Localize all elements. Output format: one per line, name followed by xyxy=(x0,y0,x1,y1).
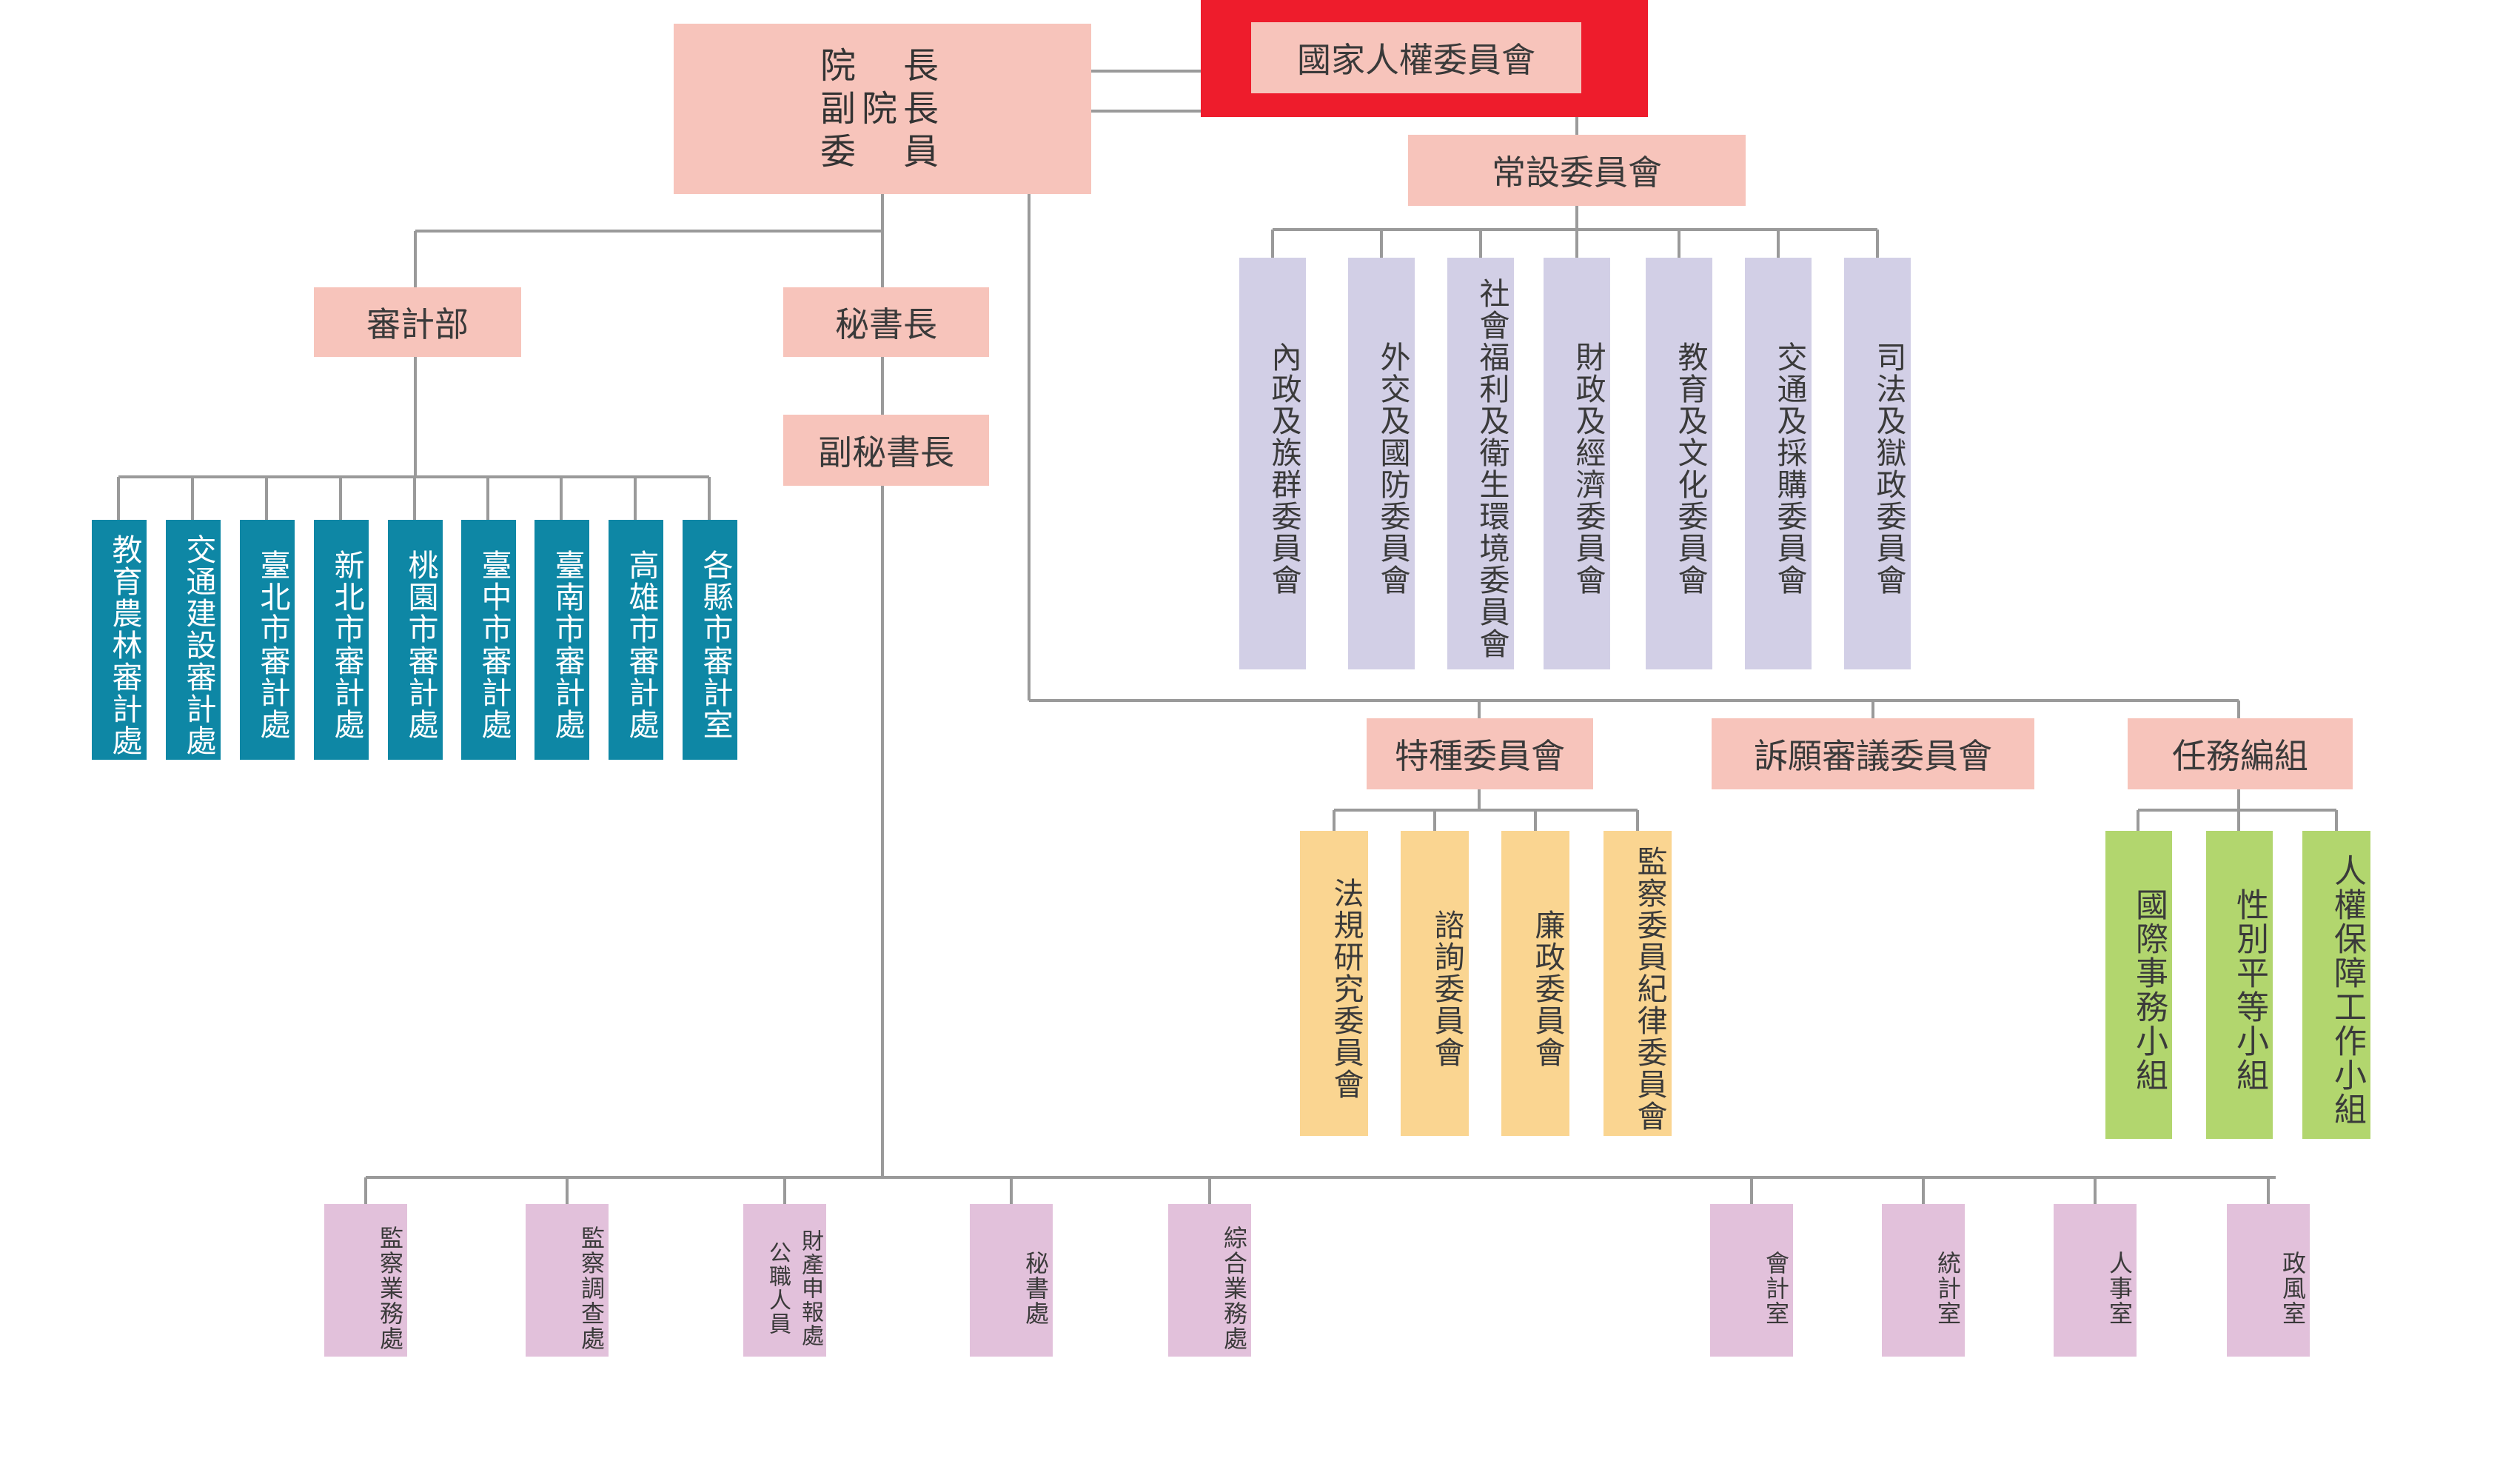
special-item: 廉政委員會 xyxy=(1501,831,1569,1136)
task-force-box: 任務編組 xyxy=(2128,718,2353,789)
department-label: 人事室 xyxy=(2105,1251,2134,1326)
special-item: 諮詢委員會 xyxy=(1401,831,1469,1136)
standing-item-label: 外交及國防委員會 xyxy=(1375,341,1410,596)
task-item: 性別平等小組 xyxy=(2206,831,2273,1139)
department-label: 統計室 xyxy=(1934,1251,1962,1326)
department-label: 綜合業務處 xyxy=(1220,1226,1248,1351)
audit-office: 交通建設審計處 xyxy=(166,520,221,760)
task-item: 人權保障工作小組 xyxy=(2302,831,2370,1139)
audit-office-label: 教育農林審計處 xyxy=(107,533,142,757)
standing-item: 交通及採購委員會 xyxy=(1745,258,1812,669)
department: 財產申報處公職人員 xyxy=(743,1204,826,1357)
department: 監察業務處 xyxy=(324,1204,407,1357)
standing-item: 社會福利及衛生環境委員會 xyxy=(1447,258,1514,669)
task-item-label: 性別平等小組 xyxy=(2231,888,2268,1092)
special-item: 法規研究委員會 xyxy=(1300,831,1368,1136)
special-item-label: 諮詢委員會 xyxy=(1429,909,1464,1069)
audit-office: 桃園市審計處 xyxy=(388,520,443,760)
audit-office-label: 桃園市審計處 xyxy=(403,549,438,740)
secretary-general-label: 秘書長 xyxy=(835,304,937,344)
standing-item-label: 財政及經濟委員會 xyxy=(1570,341,1606,596)
audit-office: 臺中市審計處 xyxy=(461,520,516,760)
petition-committee-label: 訴願審議委員會 xyxy=(1754,736,1992,776)
standing-committee-box: 常設委員會 xyxy=(1408,135,1746,206)
standing-item: 司法及獄政委員會 xyxy=(1844,258,1911,669)
special-item-label: 監察委員紀律委員會 xyxy=(1632,845,1667,1132)
audit-department-box: 審計部 xyxy=(314,287,521,357)
audit-office: 臺南市審計處 xyxy=(535,520,589,760)
department-label: 秘書處 xyxy=(1022,1251,1050,1326)
standing-item: 財政及經濟委員會 xyxy=(1544,258,1610,669)
standing-item: 外交及國防委員會 xyxy=(1348,258,1415,669)
standing-item-label: 教育及文化委員會 xyxy=(1672,341,1708,596)
audit-office-label: 高雄市審計處 xyxy=(623,549,659,740)
task-item: 國際事務小組 xyxy=(2105,831,2172,1139)
department: 秘書處 xyxy=(970,1204,1053,1357)
audit-department-label: 審計部 xyxy=(366,304,469,344)
standing-committee-label: 常設委員會 xyxy=(1492,153,1662,193)
deputy-secretary-general-box: 副秘書長 xyxy=(783,415,989,486)
audit-office-label: 臺中市審計處 xyxy=(476,549,512,740)
audit-office: 新北市審計處 xyxy=(314,520,369,760)
audit-office-label: 交通建設審計處 xyxy=(181,533,216,757)
special-item: 監察委員紀律委員會 xyxy=(1604,831,1672,1136)
department: 綜合業務處 xyxy=(1168,1204,1251,1357)
audit-office: 臺北市審計處 xyxy=(240,520,295,760)
standing-item-label: 交通及採購委員會 xyxy=(1772,341,1807,596)
special-committee-box: 特種委員會 xyxy=(1367,718,1593,789)
standing-item: 教育及文化委員會 xyxy=(1646,258,1712,669)
department-label: 財產申報處公職人員 xyxy=(765,1229,823,1348)
task-item-label: 國際事務小組 xyxy=(2130,888,2168,1092)
department: 人事室 xyxy=(2054,1204,2137,1357)
special-committee-label: 特種委員會 xyxy=(1395,736,1565,776)
president-label: 院 長 xyxy=(820,45,945,87)
department-label: 監察業務處 xyxy=(376,1226,404,1351)
human-rights-commission-label: 國家人權委員會 xyxy=(1297,40,1535,80)
department: 政風室 xyxy=(2227,1204,2310,1357)
department: 統計室 xyxy=(1882,1204,1965,1357)
special-item-label: 法規研究委員會 xyxy=(1328,877,1364,1100)
audit-office-label: 臺南市審計處 xyxy=(549,549,585,740)
human-rights-commission-box: 國家人權委員會 xyxy=(1251,22,1581,93)
department: 監察調查處 xyxy=(526,1204,609,1357)
deputy-secretary-general-label: 副秘書長 xyxy=(818,432,954,472)
secretary-general-box: 秘書長 xyxy=(783,287,989,357)
special-item-label: 廉政委員會 xyxy=(1529,909,1565,1069)
department: 會計室 xyxy=(1710,1204,1793,1357)
task-force-label: 任務編組 xyxy=(2172,736,2308,776)
audit-office-label: 臺北市審計處 xyxy=(255,549,290,740)
members-label: 委 員 xyxy=(820,131,945,173)
audit-office: 教育農林審計處 xyxy=(92,520,147,760)
task-item-label: 人權保障工作小組 xyxy=(2328,854,2366,1126)
department-label: 政風室 xyxy=(2279,1251,2307,1326)
department-label: 監察調查處 xyxy=(577,1226,606,1351)
petition-committee-box: 訴願審議委員會 xyxy=(1712,718,2034,789)
audit-office: 高雄市審計處 xyxy=(609,520,663,760)
department-label: 會計室 xyxy=(1762,1251,1790,1326)
standing-item: 內政及族群委員會 xyxy=(1239,258,1306,669)
audit-office: 各縣市審計室 xyxy=(683,520,737,760)
standing-item-label: 司法及獄政委員會 xyxy=(1871,341,1906,596)
audit-office-label: 新北市審計處 xyxy=(329,549,364,740)
standing-item-label: 社會福利及衛生環境委員會 xyxy=(1474,278,1509,660)
standing-item-label: 內政及族群委員會 xyxy=(1266,341,1301,596)
audit-office-label: 各縣市審計室 xyxy=(697,549,733,740)
vice-president-label: 副院長 xyxy=(820,88,945,130)
president-box: 院 長 副院長 委 員 xyxy=(674,24,1091,194)
